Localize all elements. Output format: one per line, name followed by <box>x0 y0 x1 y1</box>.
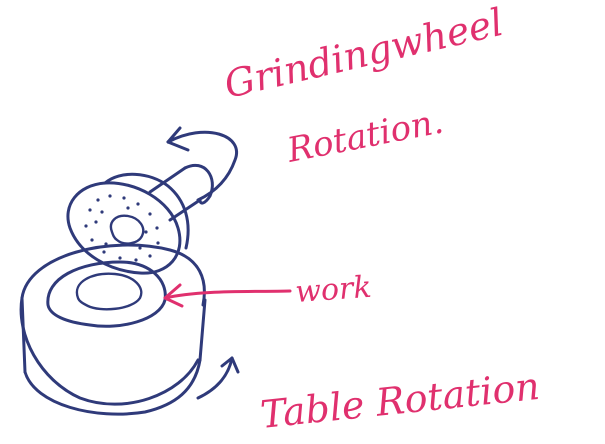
wheel-rotation-label-line1: Grindingwheel <box>220 0 507 107</box>
rotary-table <box>21 245 205 414</box>
wheel-rotation-arrow <box>168 128 237 200</box>
wheel-dots <box>84 194 159 261</box>
spindle <box>150 165 212 220</box>
work-label: work <box>294 270 373 310</box>
wheel-rotation-label-line2: Rotation. <box>283 101 446 171</box>
work-pointer-arrow <box>165 285 290 306</box>
table-rotation-arrow <box>198 358 238 398</box>
table-rotation-label: Table Rotation <box>258 364 541 437</box>
grinding-wheel <box>68 174 188 273</box>
